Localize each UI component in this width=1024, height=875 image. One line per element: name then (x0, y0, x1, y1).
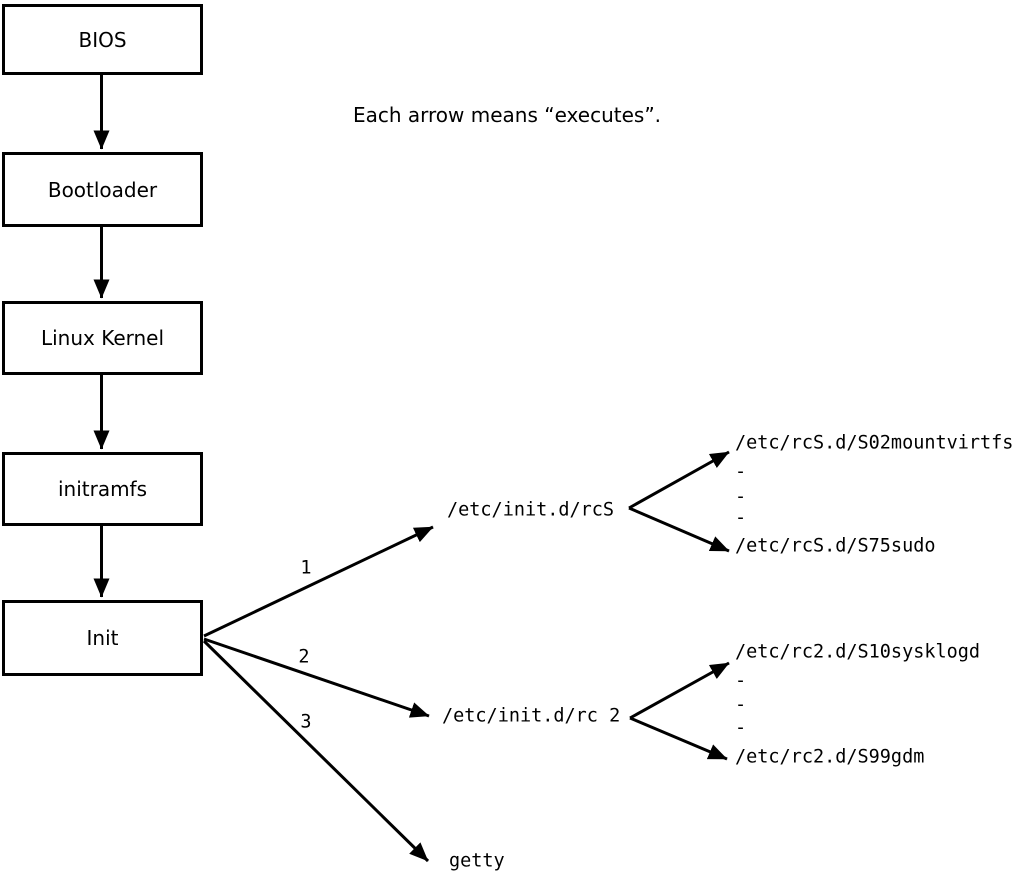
node-getty: getty (449, 850, 505, 872)
node-rcSd-s02mountvirtfs: /etc/rcS.d/S02mountvirtfs (735, 432, 1014, 454)
rcSd-ellipsis-dash: - (735, 461, 747, 483)
node-linux-kernel: Linux Kernel (2, 301, 203, 375)
rcSd-ellipsis-dash: - (735, 507, 747, 529)
node-bios-label: BIOS (78, 27, 127, 52)
rc2d-ellipsis-dash: - (735, 717, 747, 739)
arrow-rc2-to-s10sysklogd (629, 661, 730, 720)
arrow-rcS-to-s75sudo (628, 506, 730, 553)
diagram-caption: Each arrow means “executes”. (352, 103, 662, 127)
arrow-init-to-rc2 (203, 637, 430, 718)
arrow-init-to-rcS (203, 525, 434, 638)
node-bios: BIOS (2, 4, 203, 75)
node-bootloader-label: Bootloader (47, 177, 158, 202)
node-etc-init-d-rcS: /etc/init.d/rcS (447, 499, 615, 521)
rcSd-ellipsis-dash: - (735, 486, 747, 508)
node-etc-init-d-rc2: /etc/init.d/rc 2 (442, 705, 621, 727)
node-rc2d-s10sysklogd: /etc/rc2.d/S10sysklogd (735, 641, 981, 663)
node-initramfs-label: initramfs (57, 477, 148, 501)
arrow-rcS-to-s02mountvirtfs (628, 450, 730, 510)
node-rc2d-s99gdm: /etc/rc2.d/S99gdm (735, 746, 925, 768)
node-init: Init (2, 600, 203, 676)
rc2d-ellipsis-dash: - (735, 694, 747, 716)
arrow-rc2-to-s99gdm (629, 716, 728, 761)
node-linux-kernel-label: Linux Kernel (40, 326, 165, 350)
arrow-init-to-getty (202, 639, 430, 863)
node-initramfs: initramfs (2, 452, 203, 526)
node-bootloader: Bootloader (2, 152, 203, 227)
rc2d-ellipsis-dash: - (735, 670, 747, 692)
branch-number-1: 1 (300, 557, 312, 579)
branch-number-3: 3 (300, 711, 312, 733)
node-init-label: Init (86, 626, 119, 650)
node-rcSd-s75sudo: /etc/rcS.d/S75sudo (735, 535, 936, 557)
branch-number-2: 2 (298, 646, 310, 668)
